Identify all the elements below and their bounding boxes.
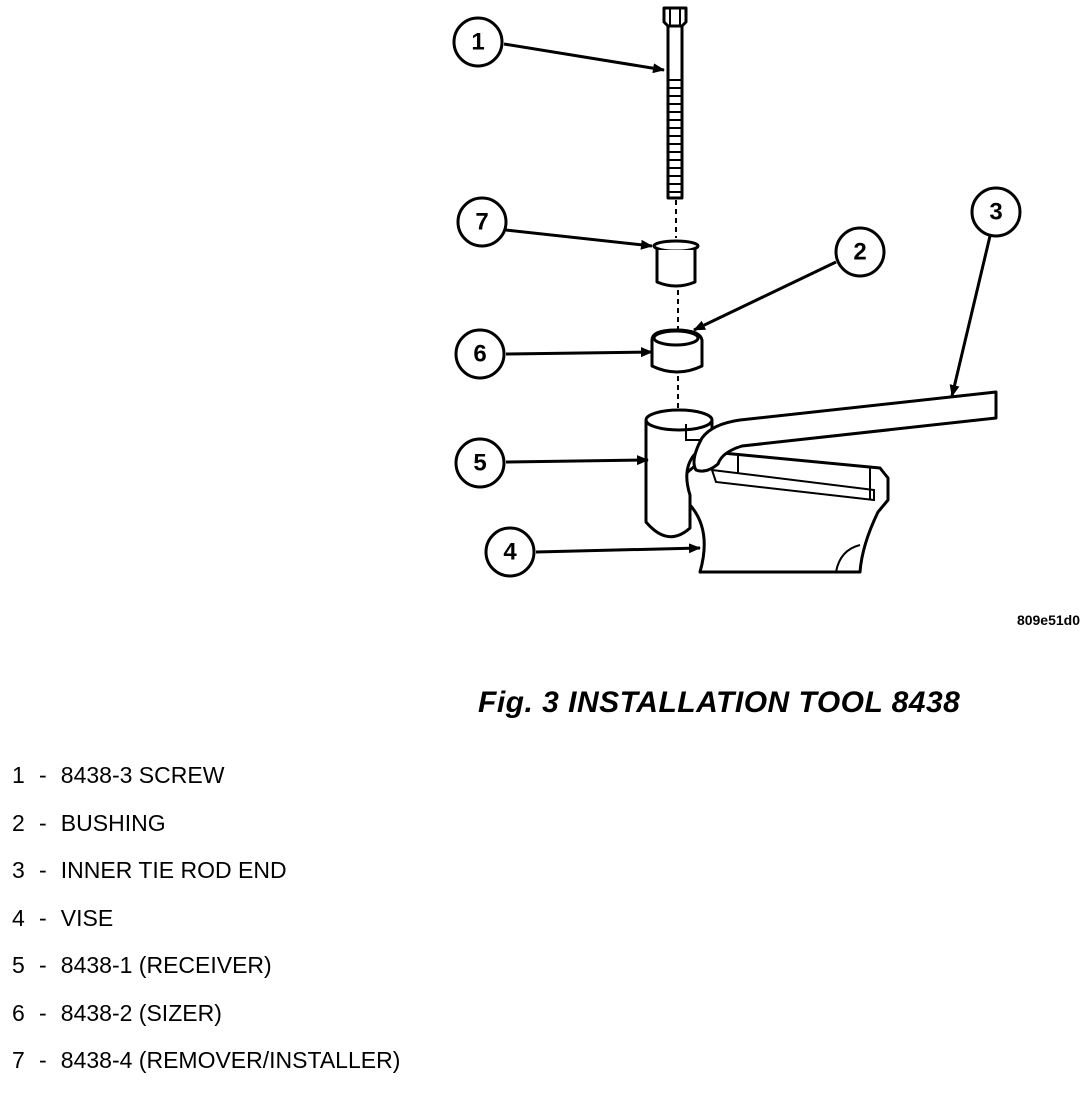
legend-number: 2 [12,809,25,836]
legend-item: 2-BUSHING [12,808,400,856]
sizer-drawing [650,328,704,374]
figure-caption: Fig. 3 INSTALLATION TOOL 8438 [478,686,961,719]
parts-legend: 1-8438-3 SCREW 2-BUSHING 3-INNER TIE ROD… [12,760,400,1093]
callout-1: 1 [452,16,504,68]
legend-number: 3 [12,857,25,883]
legend-separator: - [38,999,47,1026]
leader-lines [503,42,992,554]
inner-tie-rod-end-drawing [692,390,998,473]
screw-drawing [662,6,688,200]
legend-item: 1-8438-3 SCREW [12,760,400,808]
svg-text:7: 7 [475,209,488,236]
svg-text:6: 6 [473,341,486,368]
legend-number: 6 [12,999,25,1026]
remover-installer-drawing [652,239,700,288]
callout-7: 7 [456,196,508,248]
legend-text: 8438-4 (REMOVER/INSTALLER) [60,1047,401,1073]
legend-separator: - [38,1047,47,1073]
legend-number: 5 [12,952,25,978]
legend-item: 3-INNER TIE ROD END [12,855,400,903]
legend-number: 7 [12,1047,25,1073]
legend-item: 6-8438-2 (SIZER) [12,998,400,1046]
callout-4: 4 [484,526,536,578]
legend-separator: - [38,762,47,788]
svg-text:1: 1 [471,29,484,56]
legend-number: 4 [12,904,25,931]
legend-separator: - [38,904,47,931]
legend-text: BUSHING [60,809,166,836]
callout-5: 5 [454,437,506,489]
figure-code: 809e51d0 [1016,612,1080,628]
legend-separator: - [38,809,47,836]
legend-separator: - [38,952,47,978]
legend-text: 8438-2 (SIZER) [60,999,222,1026]
legend-text: VISE [60,904,114,931]
callout-6: 6 [454,328,506,380]
svg-text:3: 3 [989,199,1002,226]
svg-text:2: 2 [853,239,866,266]
legend-separator: - [38,857,47,883]
callout-2: 2 [834,226,886,278]
legend-item: 5-8438-1 (RECEIVER) [12,950,400,998]
legend-text: 8438-3 SCREW [60,762,225,788]
legend-item: 7-8438-4 (REMOVER/INSTALLER) [12,1045,400,1093]
installation-diagram: 1 7 2 6 5 4 3 [452,6,1022,578]
svg-text:4: 4 [503,539,517,566]
legend-text: INNER TIE ROD END [60,857,287,883]
legend-item: 4-VISE [12,903,400,951]
vise-drawing [679,450,890,574]
svg-text:5: 5 [473,450,486,477]
legend-text: 8438-1 (RECEIVER) [60,952,272,978]
legend-number: 1 [12,762,25,788]
callout-3: 3 [970,186,1022,238]
